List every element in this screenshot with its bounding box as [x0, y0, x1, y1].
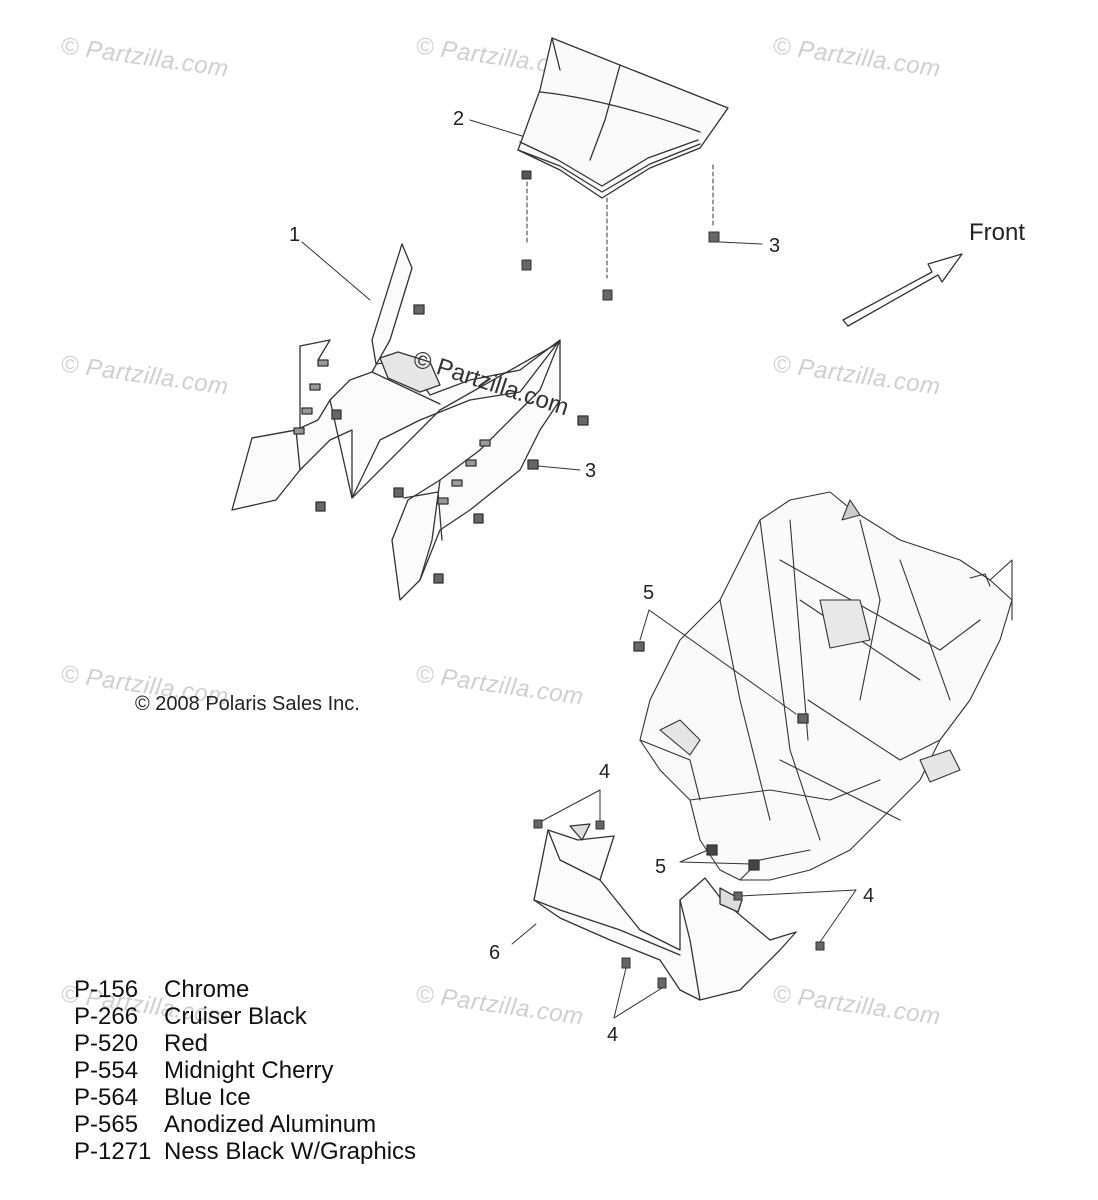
- part-2-upper-panel: [517, 37, 729, 199]
- legend-row: P-156 Chrome: [74, 976, 416, 1003]
- callout-leaders: [301, 119, 763, 945]
- legend-code: P-266: [74, 1003, 139, 1030]
- callout-label: 5: [655, 856, 667, 878]
- front-label: Front: [969, 219, 1026, 246]
- callout-label: 2: [453, 108, 465, 130]
- part-2-clips: [521, 164, 720, 301]
- legend-name: Red: [164, 1030, 209, 1057]
- legend-row: P-564 Blue Ice: [74, 1084, 416, 1111]
- legend-code: P-1271: [74, 1138, 152, 1165]
- legend-code: P-520: [74, 1030, 139, 1057]
- legend-name: Ness Black W/Graphics: [164, 1138, 417, 1165]
- callout-label: 4: [599, 761, 611, 783]
- legend-name: Blue Ice: [164, 1084, 251, 1111]
- legend-code: P-565: [74, 1111, 139, 1138]
- legend-row: P-1271 Ness Black W/Graphics: [74, 1138, 416, 1165]
- part-6-lower-cover: [533, 823, 797, 1001]
- legend-code: P-554: [74, 1057, 139, 1084]
- legend-row: P-266 Cruiser Black: [74, 1003, 416, 1030]
- callout-label: 5: [643, 582, 655, 604]
- legend-code: P-564: [74, 1084, 139, 1111]
- legend-row: P-520 Red: [74, 1030, 416, 1057]
- legend-name: Anodized Aluminum: [164, 1111, 377, 1138]
- legend-row: P-554 Midnight Cherry: [74, 1057, 416, 1084]
- legend-name: Midnight Cherry: [164, 1057, 334, 1084]
- copyright-notice: © 2008 Polaris Sales Inc.: [135, 693, 360, 715]
- front-arrow: [842, 253, 963, 327]
- legend-code: P-156: [74, 976, 139, 1003]
- part-5-nuts: [633, 609, 809, 871]
- frame-assembly: [639, 491, 1013, 881]
- legend-row: P-565 Anodized Aluminum: [74, 1111, 416, 1138]
- part-1-nose-panel: [231, 243, 589, 601]
- callout-label: 4: [607, 1024, 619, 1046]
- callout-label: 3: [769, 235, 781, 257]
- callout-label: 3: [585, 460, 597, 482]
- callout-label: 6: [489, 942, 501, 964]
- callout-label: 1: [289, 224, 301, 246]
- part-4-screws: [533, 789, 857, 1019]
- legend-name: Chrome: [164, 976, 250, 1003]
- callout-label: 4: [863, 885, 875, 907]
- legend-name: Cruiser Black: [164, 1003, 307, 1030]
